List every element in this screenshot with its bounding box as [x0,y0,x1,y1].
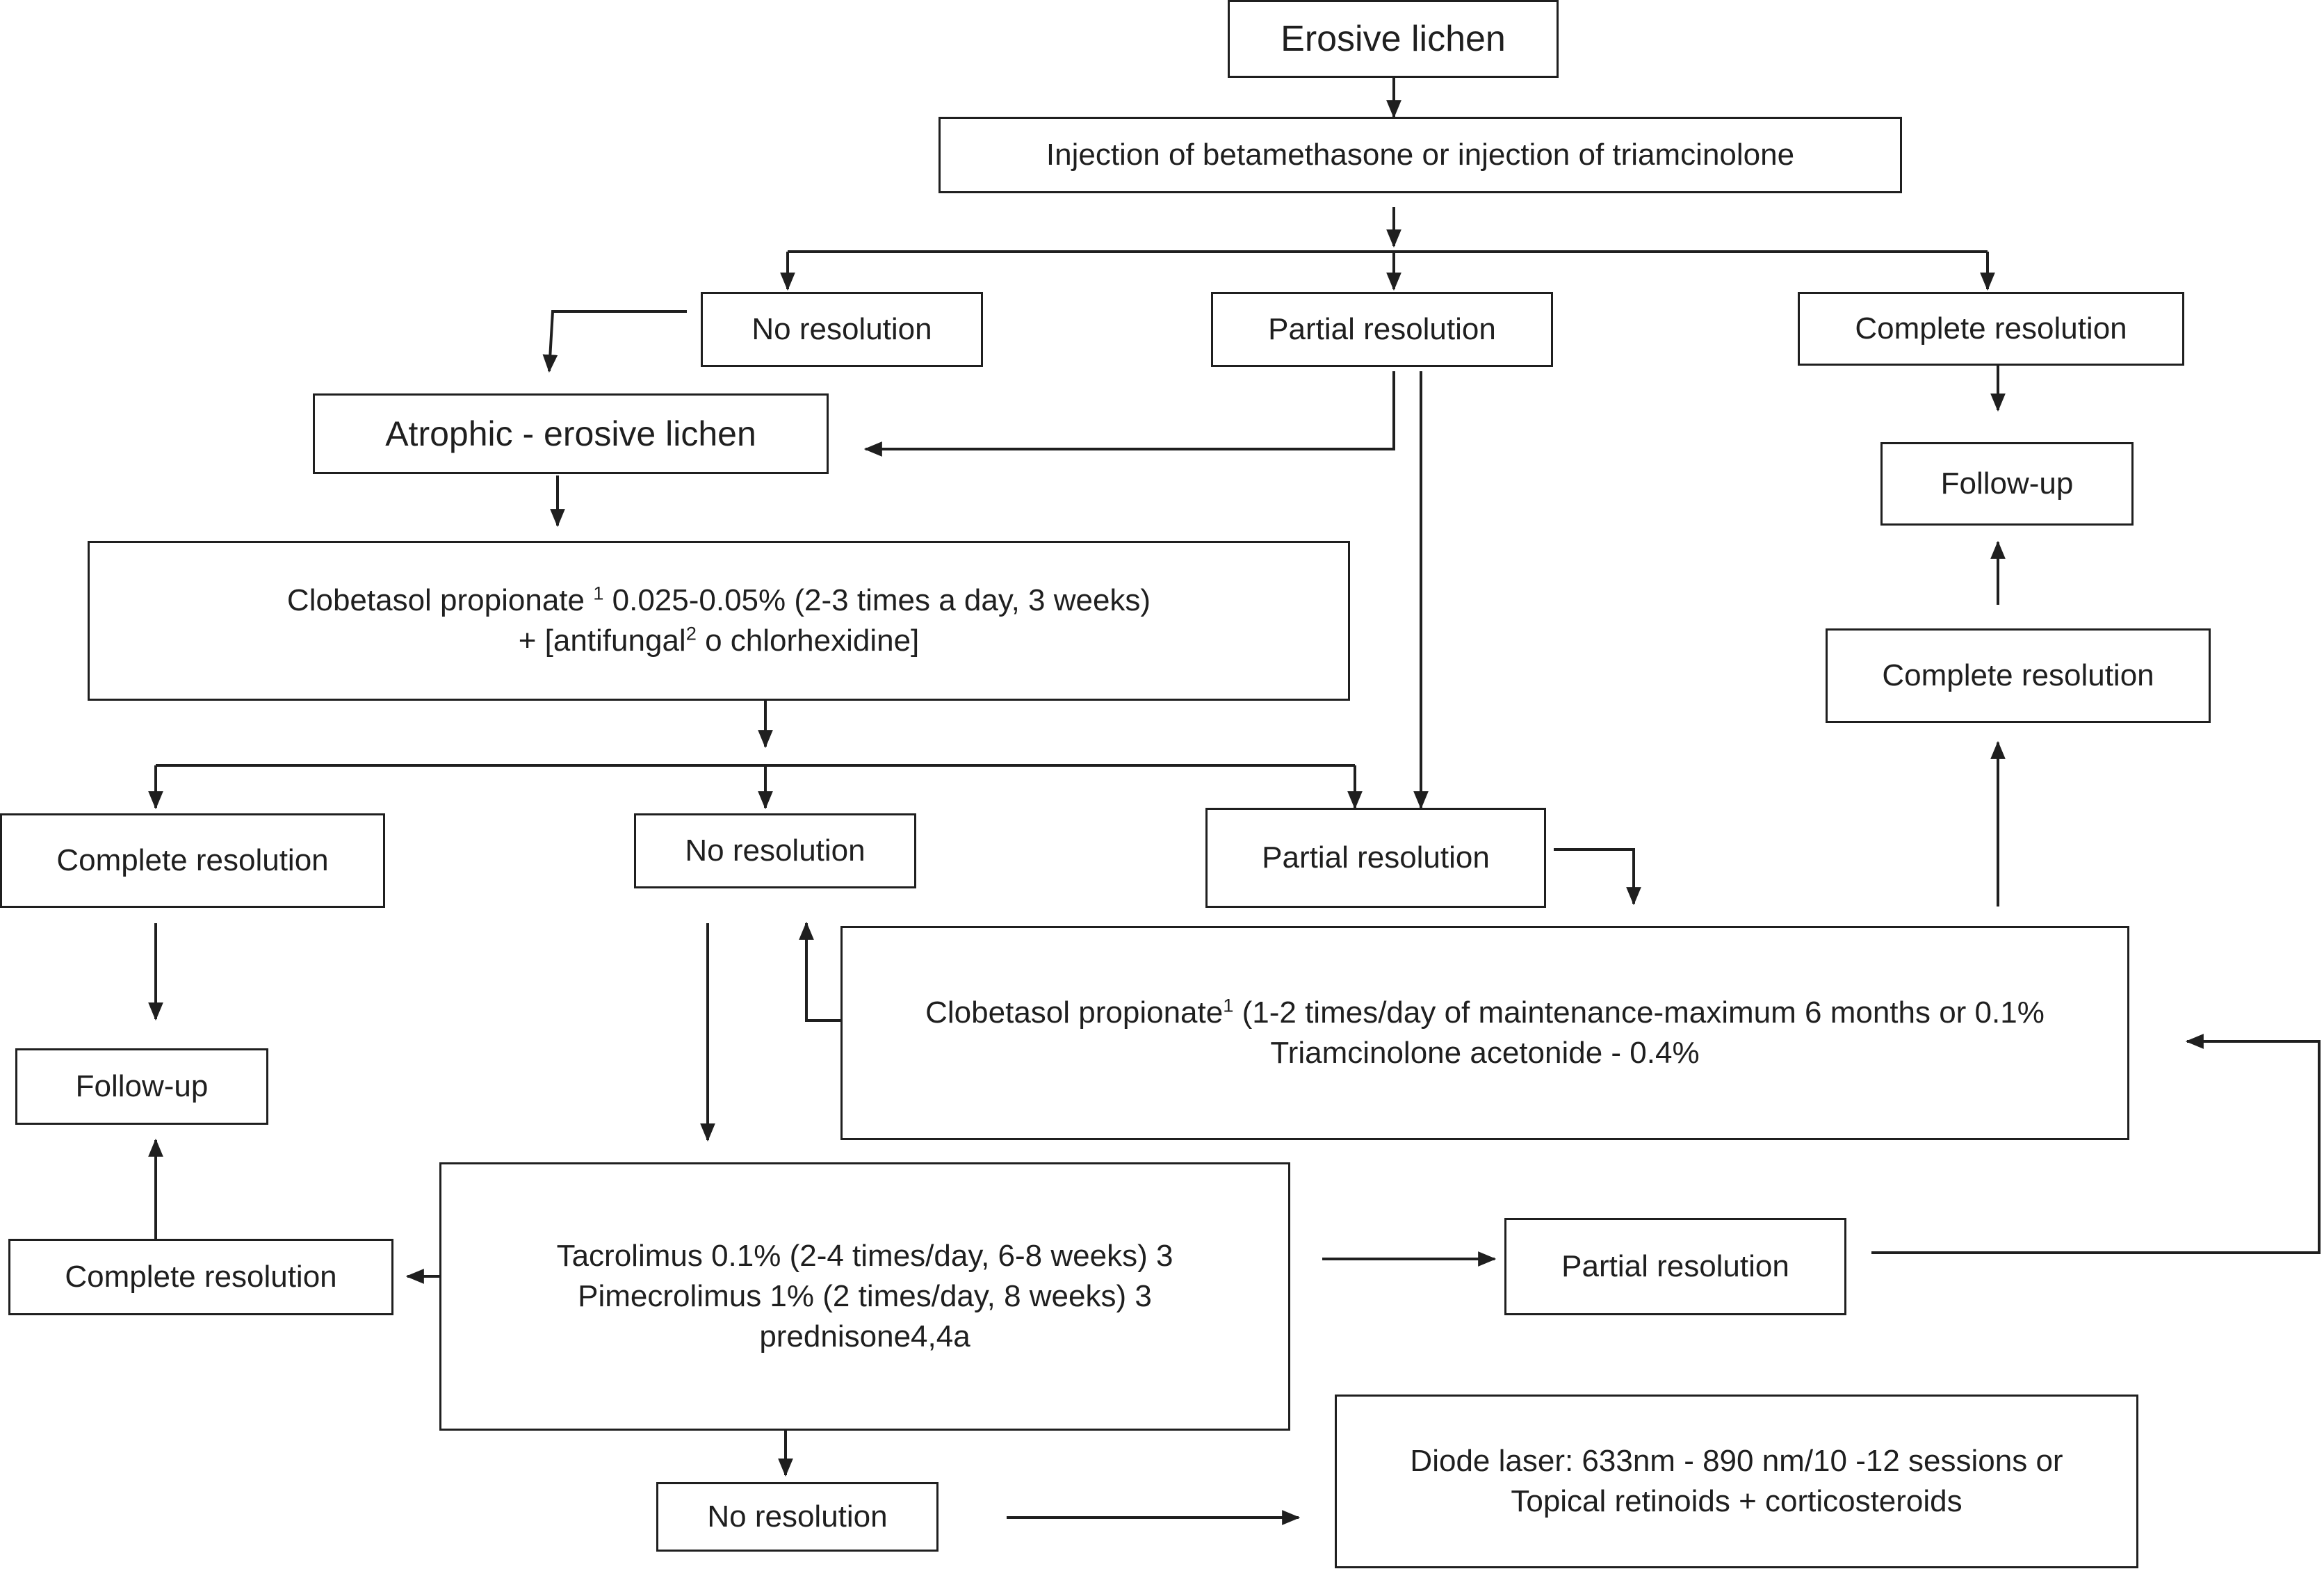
node-label: Follow-up [75,1068,209,1103]
node-no-resolution-mid: No resolution [634,813,916,888]
arrow-clobetasol2-to-no-resolution-mid [799,921,840,1022]
node-clobetasol-propionate-2: Clobetasol propionate1 (1-2 times/day of… [840,926,2129,1140]
text-segment: o chlorhexidine] [696,624,920,658]
node-label-line-3: prednisone4,4a [759,1319,970,1354]
node-label: No resolution [751,311,932,346]
node-label-line-1: Clobetasol propionate 1 0.025-0.05% (2-3… [287,580,1151,621]
node-atrophic-erosive-lichen: Atrophic - erosive lichen [313,393,829,474]
node-label: Partial resolution [1561,1249,1789,1283]
arrow-partial-bottom-to-clobetasol2 [1871,1034,2321,1254]
node-no-resolution-top: No resolution [701,292,983,367]
text-segment: + [antifungal [518,624,686,658]
node-no-resolution-bottom: No resolution [656,1482,938,1552]
node-label: Complete resolution [65,1259,337,1294]
node-label-line-2: Triamcinolone acetonide - 0.4% [1270,1036,1700,1070]
node-label: Partial resolution [1262,840,1490,875]
arrow-no-resolution-to-atrophic [542,310,687,373]
node-complete-resolution-left: Complete resolution [0,813,385,908]
node-complete-resolution-right: Complete resolution [1826,628,2211,723]
node-tacrolimus-pimecrolimus: Tacrolimus 0.1% (2-4 times/day, 6-8 week… [439,1162,1290,1431]
node-clobetasol-propionate-1: Clobetasol propionate 1 0.025-0.05% (2-3… [88,541,1350,701]
text-segment: 0.025-0.05% (2-3 times a day, 3 weeks) [603,583,1151,617]
node-follow-up-left: Follow-up [15,1048,268,1125]
node-label: Follow-up [1940,466,2074,501]
arrow-partial-mid-to-clobetasol2 [1554,848,1641,906]
node-label: No resolution [685,833,866,868]
node-partial-resolution-top: Partial resolution [1211,292,1553,367]
node-diode-laser: Diode laser: 633nm - 890 nm/10 -12 sessi… [1335,1395,2138,1568]
node-label: Erosive lichen [1281,18,1506,59]
footnote-marker: 1 [593,582,604,604]
node-label-line-1: Tacrolimus 0.1% (2-4 times/day, 6-8 week… [556,1238,1173,1273]
text-segment: Clobetasol propionate [286,583,594,617]
node-partial-resolution-mid: Partial resolution [1205,808,1546,908]
node-label-line-2: Topical retinoids + corticosteroids [1511,1484,1963,1518]
text-segment: (1-2 times/day of maintenance-maximum 6 … [1233,995,2045,1030]
node-erosive-lichen: Erosive lichen [1228,0,1559,78]
node-label: Complete resolution [1882,658,2154,692]
node-label-line-2: + [antifungal2 o chlorhexidine] [519,621,920,661]
node-follow-up-right: Follow-up [1880,442,2134,526]
arrow-partial-to-atrophic [863,371,1395,457]
node-complete-resolution-bottom-left: Complete resolution [8,1239,393,1315]
node-label: Partial resolution [1268,311,1496,346]
node-complete-resolution-top: Complete resolution [1798,292,2184,366]
node-label: No resolution [707,1499,888,1534]
node-label: Injection of betamethasone or injection … [1046,137,1795,172]
text-segment: Clobetasol propionate [925,995,1224,1030]
node-label: Atrophic - erosive lichen [385,414,756,453]
node-injection: Injection of betamethasone or injection … [938,117,1902,193]
footnote-marker: 2 [685,622,697,644]
node-label-line-1: Clobetasol propionate1 (1-2 times/day of… [925,993,2045,1033]
node-label: Complete resolution [56,843,329,877]
node-partial-resolution-bottom: Partial resolution [1504,1218,1846,1315]
node-label-line-2: Pimecrolimus 1% (2 times/day, 8 weeks) 3 [578,1278,1152,1313]
node-label: Complete resolution [1855,311,2127,345]
node-label-line-1: Diode laser: 633nm - 890 nm/10 -12 sessi… [1410,1443,2063,1478]
footnote-marker: 1 [1223,994,1234,1016]
